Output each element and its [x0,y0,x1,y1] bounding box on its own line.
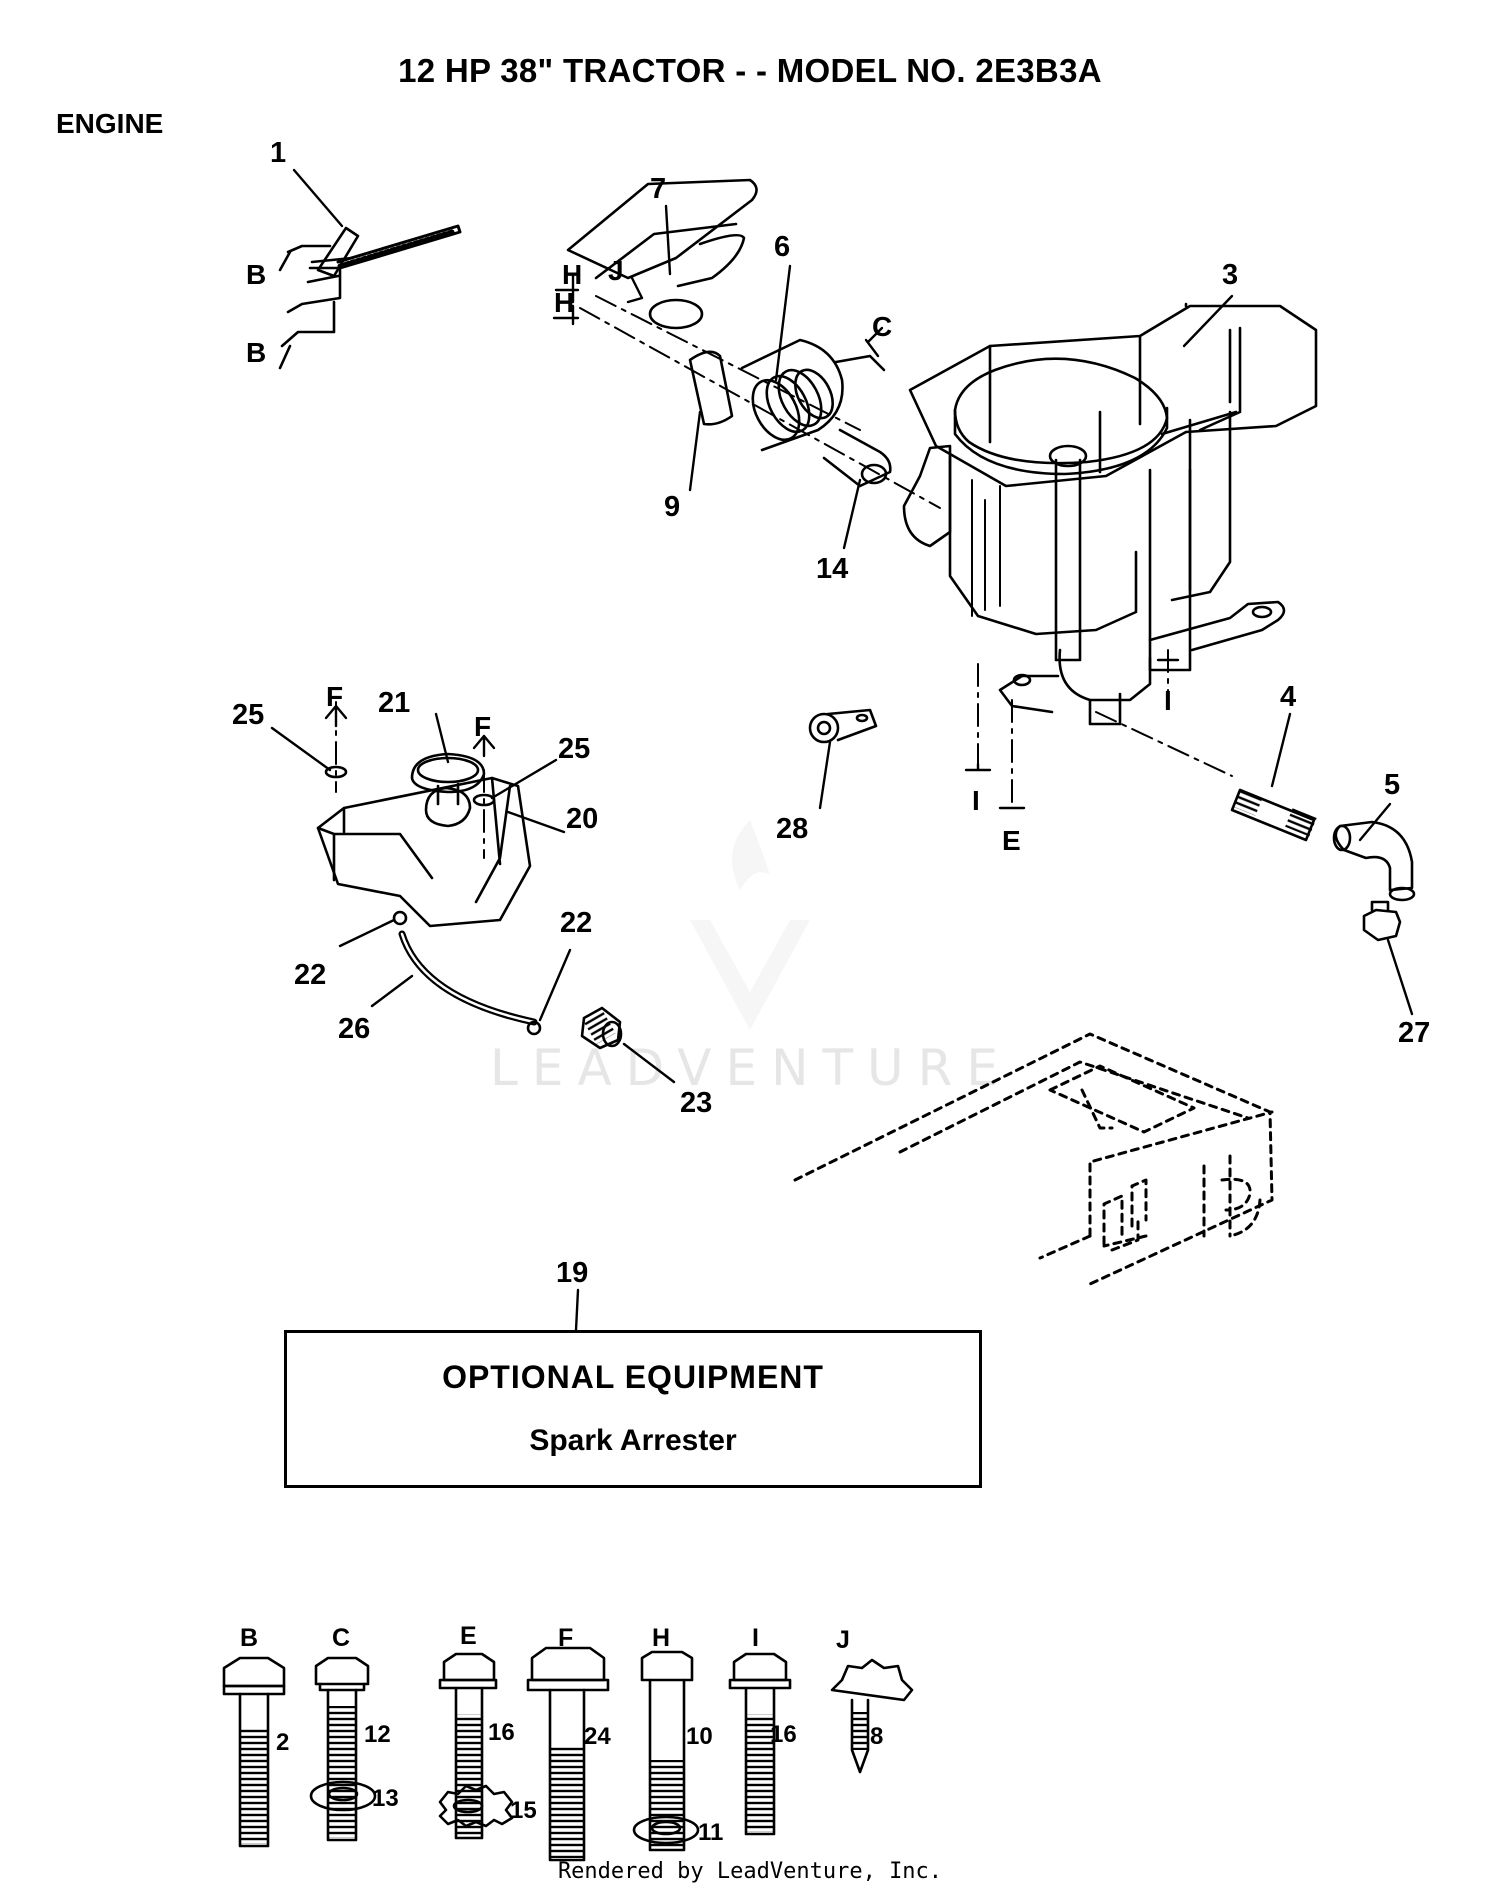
callout-22-left: 22 [294,959,326,991]
callout-27: 27 [1398,1017,1430,1049]
callout-28: 28 [776,813,808,845]
ref-letter-i-right: I [1164,685,1172,716]
engine-part [902,302,1318,726]
hardware-bolt-8: 8 [870,1723,883,1750]
ref-letter-c: C [872,311,892,342]
hardware-bolt-2: 2 [276,1729,289,1756]
hardware-letter-j: J [836,1626,850,1654]
ref-letter-f-right: F [474,711,491,742]
callout-20: 20 [566,803,598,835]
callout-7: 7 [650,173,666,205]
exhaust-pipe-part [1230,788,1416,942]
optional-equipment-box: OPTIONAL EQUIPMENT Spark Arrester [284,1330,982,1488]
page-title: 12 HP 38" TRACTOR - - MODEL NO. 2E3B3A [398,52,1102,89]
hardware-letter-b: B [240,1624,258,1652]
hardware-letter-f: F [558,1624,573,1652]
tractor-frame-outline [793,1032,1274,1286]
callout-4: 4 [1280,681,1296,713]
callout-22-right: 22 [560,907,592,939]
leader-lines [270,168,1414,1332]
callout-1: 1 [270,137,286,169]
fastener-reference-letters: B B C E F F H H I I J [246,255,1172,856]
callout-3: 3 [1222,259,1238,291]
hardware-bolt-16-i: 16 [770,1721,797,1748]
hardware-washer-11: 11 [698,1819,723,1846]
hardware-labels: B 2 C 12 13 E 16 15 F 24 H 10 11 I 16 J … [240,1622,883,1846]
hardware-bolts [222,1646,914,1862]
hardware-bolt-16-e: 16 [488,1719,515,1746]
hardware-letter-i: I [752,1624,759,1652]
hardware-bolt-10: 10 [686,1723,713,1750]
callout-21: 21 [378,687,410,719]
hardware-washer-13: 13 [372,1785,399,1812]
callout-26: 26 [338,1013,370,1045]
part-callouts: 1 3 4 5 6 7 9 14 19 20 21 22 22 23 25 25… [232,137,1430,1289]
hardware-bolt-12: 12 [364,1721,391,1748]
ref-letter-j: J [608,255,624,286]
optional-equipment-item: Spark Arrester [529,1424,737,1457]
callout-19: 19 [556,1257,588,1289]
callout-25-left: 25 [232,699,264,731]
callout-25-right: 25 [558,733,590,765]
ref-letter-i-left: I [972,785,980,816]
optional-equipment-title: OPTIONAL EQUIPMENT [442,1359,824,1395]
fuel-tank-part [316,752,532,928]
ref-letter-f-left: F [326,681,343,712]
callout-9: 9 [664,491,680,523]
hardware-letter-e: E [460,1622,477,1650]
hardware-bolt-24: 24 [584,1723,611,1750]
alignment-lines [335,295,1233,859]
fitting-part [580,1006,623,1050]
hardware-letter-c: C [332,1624,350,1652]
callout-6: 6 [774,231,790,263]
hardware-letter-h: H [652,1624,670,1652]
reference-ticks [324,274,1180,810]
footer-credit: Rendered by LeadVenture, Inc. [557,1859,943,1884]
pulley-assembly [566,178,892,488]
hardware-washer-15: 15 [510,1797,537,1824]
fuel-line-part [392,910,542,1036]
watermark-text: LEADVENTURE [490,1039,1012,1097]
ref-letter-b-upper: B [246,259,266,290]
ref-letter-b-lower: B [246,337,266,368]
ref-letter-h-upper: H [562,259,582,290]
throttle-control-part [278,224,462,370]
ref-letter-h-lower: H [554,287,574,318]
watermark-logo [690,820,810,1030]
callout-14: 14 [816,553,848,585]
section-label: ENGINE [56,108,164,139]
callout-23: 23 [680,1087,712,1119]
cable-clamp-part [808,708,878,744]
callout-5: 5 [1384,769,1400,801]
ref-letter-e: E [1002,825,1021,856]
